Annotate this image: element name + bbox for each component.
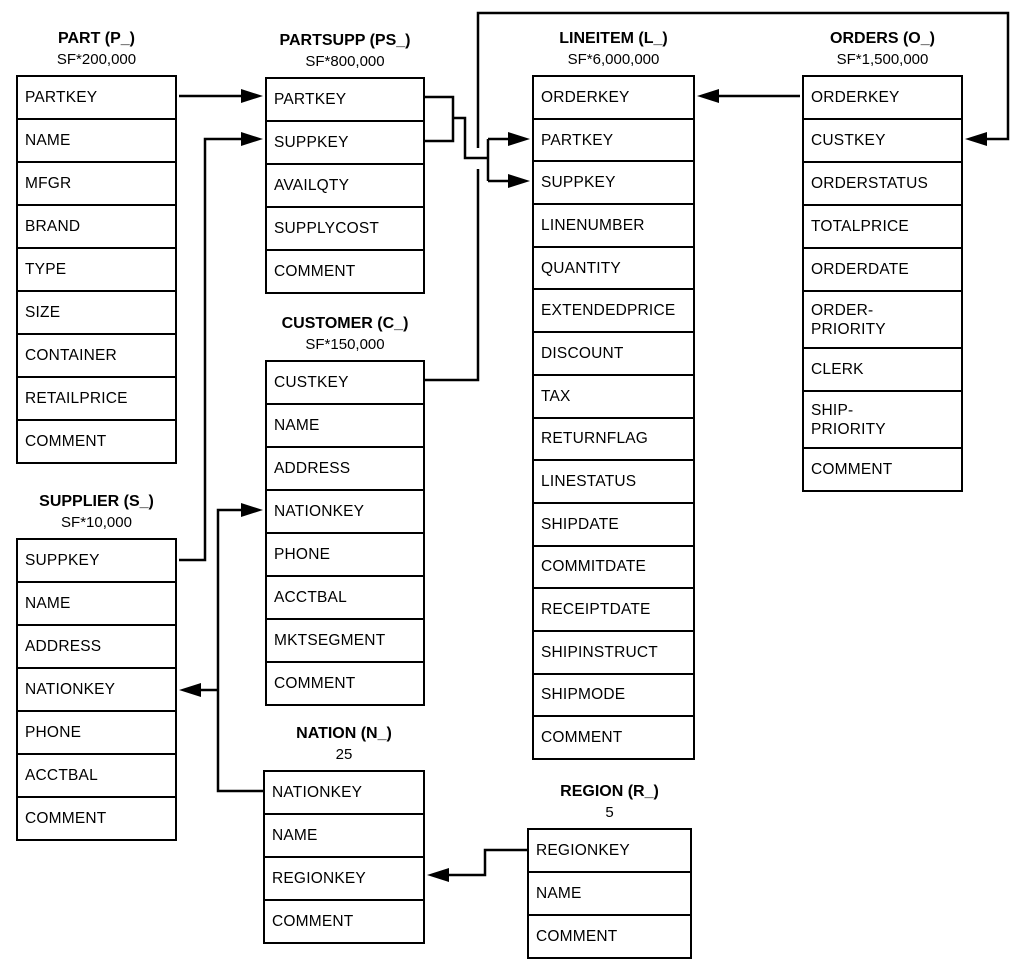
arrow-partsupp-to-lineitem — [425, 95, 530, 188]
table-customer: CUSTOMER (C_) SF*150,000 CUSTKEY NAME AD… — [265, 313, 425, 706]
column-cell: COMMENT — [16, 419, 177, 464]
arrow-part-to-partsupp — [179, 89, 263, 103]
column-cell: ORDERSTATUS — [802, 161, 963, 206]
column-cell: SUPPLYCOST — [265, 206, 425, 251]
table-region: REGION (R_) 5 REGIONKEY NAME COMMENT — [527, 781, 692, 959]
column-cell: SHIPINSTRUCT — [532, 629, 695, 675]
table-nation-title: NATION (N_) — [296, 725, 392, 742]
column-cell: COMMENT — [532, 715, 695, 760]
table-part-title: PART (P_) — [57, 30, 136, 47]
column-cell: NATIONKEY — [16, 667, 177, 712]
column-cell: COMMENT — [265, 249, 425, 294]
table-region-columns: REGIONKEY NAME COMMENT — [527, 828, 692, 959]
table-orders-title: ORDERS (O_) — [830, 30, 935, 47]
arrow-region-to-nation — [427, 848, 527, 882]
column-cell: PARTKEY — [265, 77, 425, 122]
table-supplier-title: SUPPLIER (S_) — [39, 493, 154, 510]
column-cell: ADDRESS — [265, 446, 425, 491]
table-part: PART (P_) SF*200,000 PARTKEY NAME MFGR B… — [16, 28, 177, 464]
column-cell: SHIPMODE — [532, 672, 695, 718]
table-nation-cardinality: 25 — [335, 746, 353, 763]
table-partsupp-cardinality: SF*800,000 — [305, 53, 385, 70]
column-cell: NAME — [16, 581, 177, 626]
table-lineitem-cardinality: SF*6,000,000 — [567, 51, 660, 68]
column-cell: MFGR — [16, 161, 177, 206]
table-customer-cardinality: SF*150,000 — [305, 336, 385, 353]
column-cell: SIZE — [16, 290, 177, 335]
column-cell: MKTSEGMENT — [265, 618, 425, 663]
arrow-orders-to-lineitem — [697, 89, 800, 103]
column-cell: NAME — [527, 871, 692, 916]
column-cell: TAX — [532, 373, 695, 419]
column-cell: RECEIPTDATE — [532, 587, 695, 632]
column-cell: CLERK — [802, 347, 963, 392]
column-cell: SUPPKEY — [532, 160, 695, 206]
column-cell: CUSTKEY — [802, 118, 963, 163]
column-cell: ACCTBAL — [16, 753, 177, 798]
column-cell: COMMENT — [265, 661, 425, 706]
column-cell: COMMENT — [16, 796, 177, 841]
table-nation: NATION (N_) 25 NATIONKEY NAME REGIONKEY … — [263, 723, 425, 944]
column-cell: AVAILQTY — [265, 163, 425, 208]
column-cell: QUANTITY — [532, 245, 695, 291]
column-cell: NAME — [16, 118, 177, 163]
column-cell: COMMENT — [527, 914, 692, 959]
column-cell: ACCTBAL — [265, 575, 425, 620]
table-orders: ORDERS (O_) SF*1,500,000 ORDERKEY CUSTKE… — [802, 28, 963, 492]
column-cell: ADDRESS — [16, 624, 177, 669]
column-cell: TYPE — [16, 247, 177, 292]
arrow-nation-to-customer-supplier — [179, 503, 263, 793]
column-cell: SHIP- PRIORITY — [802, 390, 963, 449]
column-cell: SUPPKEY — [16, 538, 177, 583]
column-cell: DISCOUNT — [532, 331, 695, 376]
column-cell: NAME — [263, 813, 425, 858]
table-lineitem: LINEITEM (L_) SF*6,000,000 ORDERKEY PART… — [532, 28, 695, 760]
arrow-supplier-to-partsupp — [179, 132, 263, 562]
table-partsupp-title: PARTSUPP (PS_) — [279, 32, 411, 49]
column-cell: EXTENDEDPRICE — [532, 288, 695, 334]
table-region-title: REGION (R_) — [560, 783, 659, 800]
column-cell: REGIONKEY — [527, 828, 692, 873]
column-cell: NATIONKEY — [263, 770, 425, 815]
column-cell: PHONE — [16, 710, 177, 755]
table-supplier: SUPPLIER (S_) SF*10,000 SUPPKEY NAME ADD… — [16, 491, 177, 841]
column-cell: TOTALPRICE — [802, 204, 963, 249]
column-cell: SHIPDATE — [532, 501, 695, 547]
column-cell: PARTKEY — [532, 117, 695, 163]
column-cell: ORDERKEY — [532, 75, 695, 120]
table-part-columns: PARTKEY NAME MFGR BRAND TYPE SIZE CONTAI… — [16, 75, 177, 464]
column-cell: BRAND — [16, 204, 177, 249]
table-customer-title: CUSTOMER (C_) — [281, 315, 409, 332]
column-cell: NATIONKEY — [265, 489, 425, 534]
column-cell: COMMENT — [263, 899, 425, 944]
column-cell: COMMITDATE — [532, 544, 695, 590]
column-cell: RETURNFLAG — [532, 416, 695, 462]
column-cell: LINESTATUS — [532, 459, 695, 504]
column-cell: SUPPKEY — [265, 120, 425, 165]
table-supplier-columns: SUPPKEY NAME ADDRESS NATIONKEY PHONE ACC… — [16, 538, 177, 841]
table-nation-columns: NATIONKEY NAME REGIONKEY COMMENT — [263, 770, 425, 944]
table-region-cardinality: 5 — [605, 804, 614, 821]
table-orders-columns: ORDERKEY CUSTKEY ORDERSTATUS TOTALPRICE … — [802, 75, 963, 492]
table-orders-cardinality: SF*1,500,000 — [836, 51, 929, 68]
column-cell: CONTAINER — [16, 333, 177, 378]
table-customer-columns: CUSTKEY NAME ADDRESS NATIONKEY PHONE ACC… — [265, 360, 425, 706]
table-lineitem-title: LINEITEM (L_) — [559, 30, 668, 47]
column-cell: ORDERKEY — [802, 75, 963, 120]
column-cell: ORDERDATE — [802, 247, 963, 292]
column-cell: PARTKEY — [16, 75, 177, 120]
column-cell: RETAILPRICE — [16, 376, 177, 421]
column-cell: CUSTKEY — [265, 360, 425, 405]
column-cell: COMMENT — [802, 447, 963, 492]
column-cell: PHONE — [265, 532, 425, 577]
column-cell: LINENUMBER — [532, 203, 695, 248]
table-part-cardinality: SF*200,000 — [56, 51, 137, 68]
column-cell: ORDER- PRIORITY — [802, 290, 963, 349]
column-cell: REGIONKEY — [263, 856, 425, 901]
table-partsupp: PARTSUPP (PS_) SF*800,000 PARTKEY SUPPKE… — [265, 30, 425, 294]
table-supplier-cardinality: SF*10,000 — [61, 514, 132, 531]
table-partsupp-columns: PARTKEY SUPPKEY AVAILQTY SUPPLYCOST COMM… — [265, 77, 425, 294]
column-cell: NAME — [265, 403, 425, 448]
table-lineitem-columns: ORDERKEY PARTKEY SUPPKEY LINENUMBER QUAN… — [532, 75, 695, 760]
